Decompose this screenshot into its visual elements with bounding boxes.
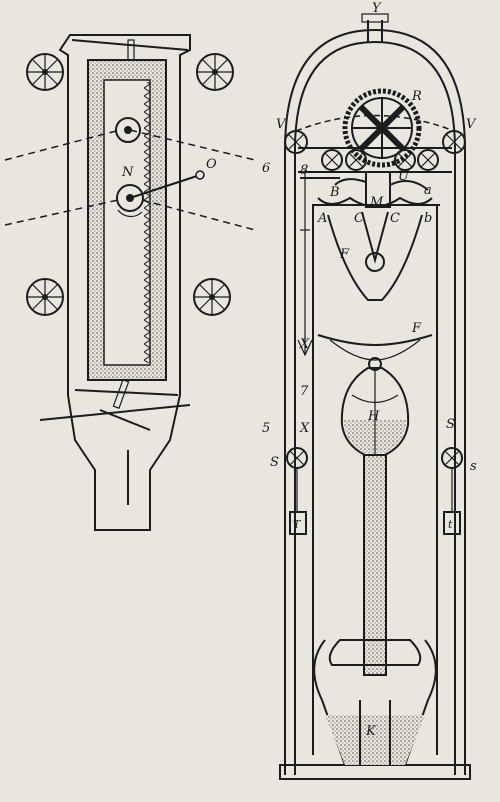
right-outer-arch xyxy=(284,28,466,775)
left-device: N O xyxy=(4,34,256,531)
left-lever-o-knob xyxy=(195,170,205,180)
label-v-right: V xyxy=(466,117,477,132)
left-gear-rotation-arrow xyxy=(117,209,143,218)
fan-wheel-bottom-left xyxy=(26,278,64,316)
fan-wheel-top-left xyxy=(26,53,64,91)
left-upper-pulley-hub xyxy=(124,126,132,134)
left-upper-pulley xyxy=(115,117,141,143)
left-bottom-bar-2 xyxy=(39,404,191,421)
right-top-cap xyxy=(361,13,389,23)
label-t-lower: t xyxy=(448,518,453,531)
label-y: Y xyxy=(372,1,382,16)
right-device: Y R V V 6 8 B U M a A C C b F F X 7 H 5 … xyxy=(262,1,477,780)
pulley-s-left xyxy=(286,447,308,535)
pulley-s-right xyxy=(441,447,463,535)
big-wheel-r xyxy=(342,88,422,168)
label-7: 7 xyxy=(300,384,309,399)
label-x1: X xyxy=(299,337,310,352)
label-v-left: V xyxy=(276,117,287,132)
label-o: O xyxy=(206,157,217,172)
weight-t-left xyxy=(289,511,307,535)
label-5: 5 xyxy=(262,421,270,436)
left-bottom-post xyxy=(112,379,130,409)
left-bottom-bar-1 xyxy=(74,389,179,396)
label-x2: X xyxy=(299,421,310,436)
left-inner-window xyxy=(103,79,151,366)
label-b-lower: b xyxy=(424,211,432,226)
left-swing-line-lower xyxy=(4,199,256,231)
central-tube xyxy=(363,454,387,676)
label-f1: F xyxy=(339,247,350,262)
lever-a xyxy=(389,180,429,191)
fork-f-lower-inner xyxy=(329,339,421,361)
left-top-bar xyxy=(71,39,189,51)
small-gear-row xyxy=(321,149,439,171)
left-swing-line-upper xyxy=(4,129,256,161)
label-h: H xyxy=(367,409,380,424)
lever-b xyxy=(334,178,367,186)
label-u: U xyxy=(398,169,410,184)
left-bottom-bar-3 xyxy=(99,409,151,431)
label-c2: C xyxy=(390,211,400,226)
label-a: A xyxy=(317,211,327,226)
pendulum-bob xyxy=(365,252,385,272)
left-gear-n xyxy=(116,184,144,212)
label-s-small: s xyxy=(470,459,477,474)
rod-fork-x xyxy=(297,339,313,357)
right-top-stem xyxy=(367,20,383,42)
weight-t-right xyxy=(443,511,461,535)
left-casing-outline xyxy=(58,34,191,531)
fork-f-upper xyxy=(327,214,423,301)
dashed-belt xyxy=(295,114,455,132)
inner-frame-rods xyxy=(312,205,438,755)
label-m: M xyxy=(369,195,384,210)
left-rack-teeth xyxy=(144,82,150,363)
label-n: N xyxy=(121,165,134,180)
label-s-left: S xyxy=(270,455,279,470)
label-k: K xyxy=(365,724,377,739)
fan-wheel-bottom-right xyxy=(193,278,231,316)
fan-wheel-top-right xyxy=(196,53,234,91)
left-lever-o xyxy=(129,174,201,199)
label-f2: F xyxy=(411,321,422,336)
label-b-upper: B xyxy=(329,185,340,200)
pendulum-drop xyxy=(361,211,389,264)
fork-f-lower xyxy=(317,334,433,347)
label-s-right: S xyxy=(446,417,455,432)
vessel-k xyxy=(313,639,437,766)
label-a-lower: a xyxy=(424,183,432,198)
label-r: R xyxy=(411,89,422,104)
springs-c xyxy=(317,196,433,208)
label-6: 6 xyxy=(262,161,270,176)
right-inner-arch xyxy=(294,40,456,775)
label-t-upper: T xyxy=(293,518,302,531)
label-c1: C xyxy=(354,211,364,226)
label-8: 8 xyxy=(300,163,308,178)
